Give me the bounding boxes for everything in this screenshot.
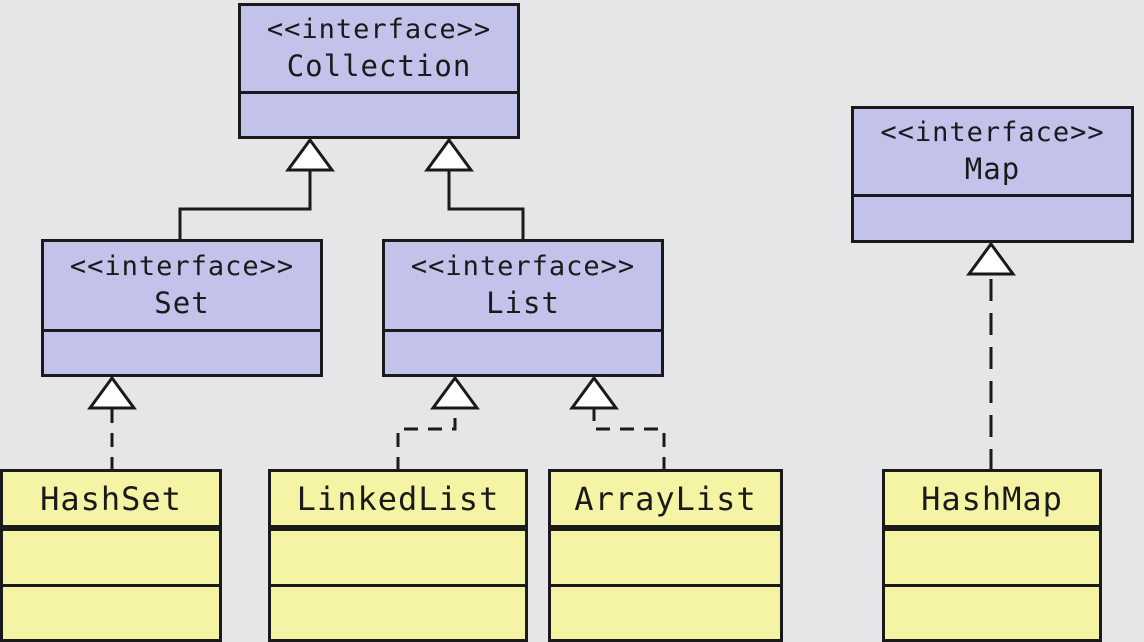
realization-arrowhead: [87, 375, 137, 410]
class-name: HashMap: [921, 479, 1063, 518]
attributes-compartment: [885, 528, 1099, 584]
class-header: <<interface>> Collection: [241, 6, 517, 94]
stereotype-label: <<interface>>: [880, 116, 1105, 148]
class-header: <<interface>> Map: [854, 109, 1131, 197]
class-header: <<interface>> Set: [44, 242, 320, 332]
generalization-arrowhead: [285, 137, 335, 172]
attributes-compartment: [3, 528, 219, 584]
hashmap-class-box: HashMap: [882, 469, 1102, 642]
stereotype-label: <<interface>>: [69, 250, 295, 282]
interface-name: Map: [964, 151, 1021, 186]
attributes-compartment: [551, 528, 780, 584]
class-header: LinkedList: [271, 472, 525, 528]
operations-compartment: [551, 584, 780, 640]
class-name: HashSet: [40, 479, 182, 518]
edge-arraylist-list: [592, 408, 666, 471]
class-header: HashSet: [3, 472, 219, 528]
interface-name: Collection: [286, 48, 472, 83]
realization-arrowhead: [430, 375, 480, 410]
attributes-compartment: [271, 528, 525, 584]
operations-compartment: [271, 584, 525, 640]
class-name: ArrayList: [574, 479, 757, 518]
map-interface-box: <<interface>> Map: [851, 106, 1134, 243]
stereotype-label: <<interface>>: [410, 250, 636, 282]
operations-compartment: [3, 584, 219, 640]
interface-name: Set: [154, 285, 210, 320]
class-header: <<interface>> List: [385, 242, 661, 332]
operations-compartment: [885, 584, 1099, 640]
generalization-arrowhead: [424, 137, 474, 172]
class-header: HashMap: [885, 472, 1099, 528]
stereotype-label: <<interface>>: [266, 13, 492, 45]
realization-arrowhead: [569, 375, 619, 410]
realization-arrowhead: [966, 241, 1016, 276]
interface-name: List: [486, 285, 560, 320]
class-header: ArrayList: [551, 472, 780, 528]
arraylist-class-box: ArrayList: [548, 469, 783, 642]
set-interface-box: <<interface>> Set: [41, 239, 323, 377]
edge-set-collection: [178, 170, 312, 241]
class-name: LinkedList: [296, 479, 500, 518]
edge-list-collection: [447, 170, 525, 241]
collection-interface-box: <<interface>> Collection: [238, 3, 520, 139]
hashset-class-box: HashSet: [0, 469, 222, 642]
list-interface-box: <<interface>> List: [382, 239, 664, 377]
linkedlist-class-box: LinkedList: [268, 469, 528, 642]
edge-linkedlist-list: [396, 408, 457, 471]
